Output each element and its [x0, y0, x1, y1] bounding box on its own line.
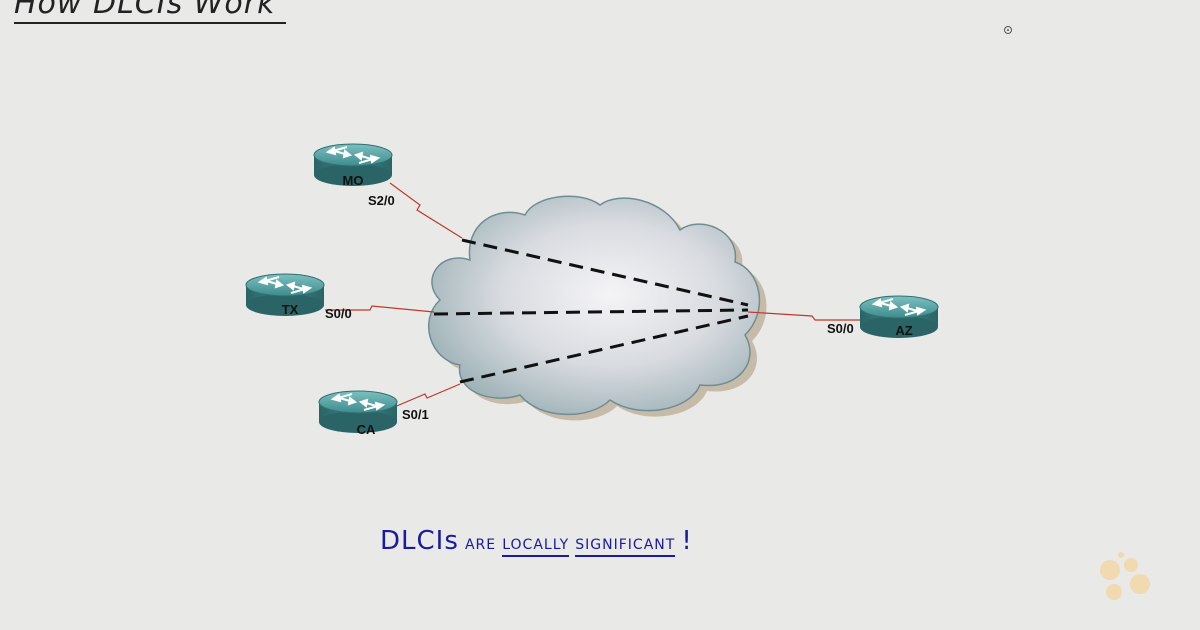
pvc-ca-az [459, 314, 749, 384]
router-label-mo: MO [343, 173, 364, 188]
interface-label-ca: S0/1 [402, 407, 429, 422]
link-ca [391, 383, 461, 409]
dots-logo-icon [1094, 552, 1164, 612]
router-label-tx: TX [282, 302, 299, 317]
caption-locally: locally [502, 537, 570, 557]
router-label-az: AZ [895, 323, 912, 338]
pvc-tx-az [433, 308, 749, 316]
router-icon[interactable]: AZ [859, 295, 939, 339]
serial-links [325, 182, 862, 409]
link-az [747, 311, 862, 321]
interface-label-mo: S2/0 [368, 193, 395, 208]
cursor-indicator-icon [1004, 26, 1012, 34]
link-mo [389, 182, 463, 239]
page-title: How DLCIs Work [14, 0, 286, 24]
router-icon[interactable]: MO [313, 143, 393, 188]
caption: DLCIs are locally significant ! [380, 526, 693, 557]
caption-exclamation: ! [681, 526, 693, 556]
interface-label-az: S0/0 [827, 321, 854, 336]
virtual-circuits [433, 238, 749, 384]
caption-dlcis: DLCIs [380, 526, 459, 556]
frame-relay-cloud-icon [427, 195, 767, 421]
router-label-ca: CA [357, 422, 376, 437]
pvc-mo-az [461, 238, 749, 307]
caption-significant: significant [575, 537, 676, 557]
link-tx [325, 305, 435, 313]
router-icon[interactable]: TX [245, 273, 325, 317]
caption-are: are [464, 537, 497, 553]
router-icon[interactable]: CA [318, 390, 398, 437]
interface-label-tx: S0/0 [325, 306, 352, 321]
